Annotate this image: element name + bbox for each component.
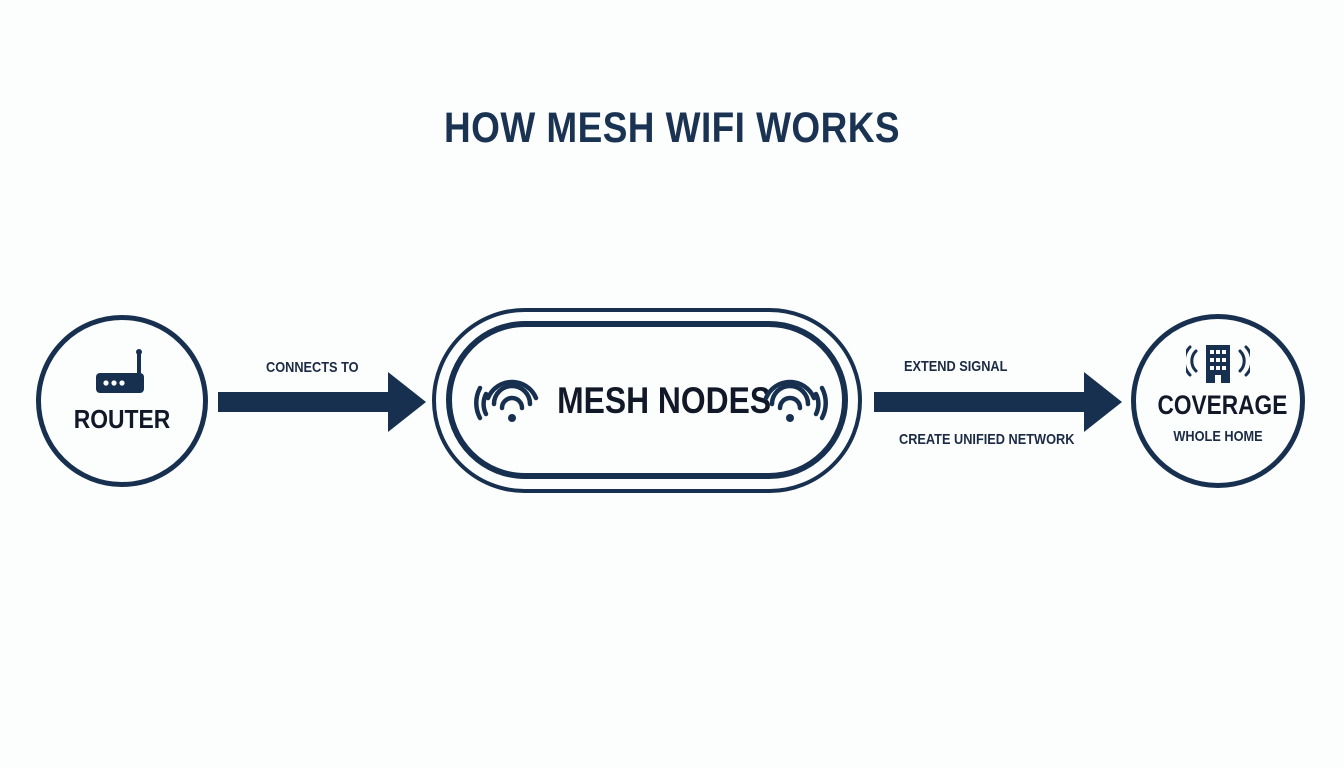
mesh-nodes-node [446,321,848,479]
router-node [36,315,208,487]
diagram-title: HOW MESH WIFI WORKS [443,104,900,152]
create-unified-network-label: CREATE UNIFIED NETWORK [899,431,1075,448]
mesh-nodes-label: MESH NODES [557,380,772,421]
router-icon [96,349,144,393]
coverage-node [1131,314,1305,488]
arrow-right-icon-2 [874,372,1122,432]
connects-to-label: CONNECTS TO [266,359,359,376]
building-broadcast-icon [1186,345,1250,383]
router-label: ROUTER [73,404,171,434]
coverage-label: COVERAGE [1157,390,1288,420]
wifi-signal-left-icon [474,379,539,422]
wifi-signal-right-icon [763,379,828,422]
whole-home-label: WHOLE HOME [1173,428,1263,445]
mesh-nodes-outer-ring [432,308,862,493]
extend-signal-label: EXTEND SIGNAL [904,358,1008,375]
arrow-right-icon [218,372,426,432]
